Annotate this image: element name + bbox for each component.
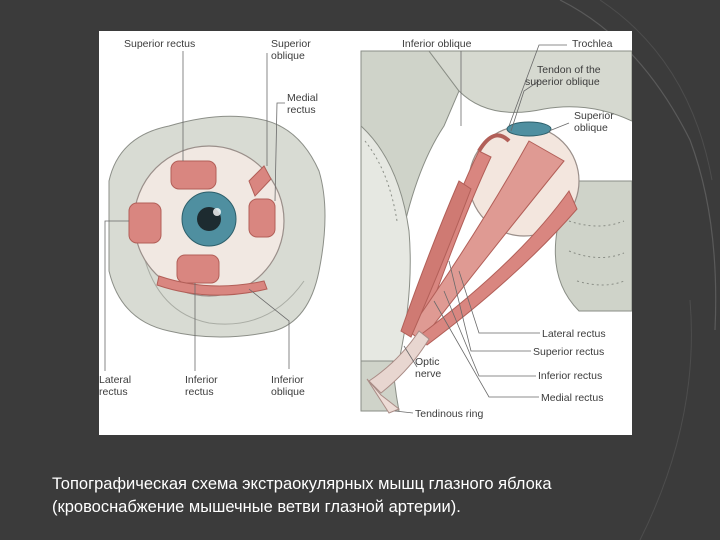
label-inferior-rectus-right: Inferior rectus	[538, 370, 602, 382]
caption-line-2: (кровоснабжение мышечные ветви глазной а…	[52, 498, 461, 516]
label-inferior-oblique-left-1: Inferior	[271, 374, 304, 386]
right-panel-superior-view: Inferior oblique Trochlea Tendon of the …	[360, 38, 632, 420]
label-tendinous-ring: Tendinous ring	[415, 408, 483, 420]
cornea-top	[506, 121, 552, 137]
sinus-bone	[360, 124, 411, 362]
label-medial-rectus-left-1: Medial	[287, 92, 318, 104]
left-panel-front-view: Superior rectus Superior oblique Medial …	[99, 38, 326, 398]
tendon-superior-oblique	[477, 133, 511, 153]
label-inferior-oblique-left-2: oblique	[271, 386, 305, 398]
muscle-medial-rectus-top	[400, 180, 472, 338]
muscle-superior-rectus-top	[408, 140, 565, 342]
muscle-medial-rectus	[248, 198, 276, 238]
muscle-lateral-rectus-top	[418, 189, 578, 346]
label-superior-oblique-right-1: Superior	[574, 110, 614, 122]
eye-muscles-illustration: Superior rectus Superior oblique Medial …	[99, 38, 632, 420]
muscle-inferior-rectus	[176, 254, 220, 284]
label-medial-rectus-right: Medial rectus	[541, 392, 603, 404]
label-optic-nerve-2: nerve	[415, 368, 441, 380]
frontal-bone	[428, 50, 632, 122]
eye-muscles-figure: Superior rectus Superior oblique Medial …	[99, 31, 632, 435]
label-superior-rectus-right: Superior rectus	[533, 346, 604, 358]
slide-caption: Топографическая схема экстраокулярных мы…	[52, 473, 692, 519]
label-inferior-rectus-left-1: Inferior	[185, 374, 218, 386]
muscle-lateral-rectus	[128, 202, 162, 244]
label-superior-oblique-left-2: oblique	[271, 50, 305, 62]
label-trochlea: Trochlea	[572, 38, 613, 50]
label-inferior-rectus-left-2: rectus	[185, 386, 214, 398]
muscle-superior-rectus	[170, 160, 217, 190]
label-medial-rectus-left-2: rectus	[287, 104, 316, 116]
label-lateral-rectus-right: Lateral rectus	[542, 328, 606, 340]
muscle-inferior-oblique-front	[156, 275, 268, 296]
label-tendon-1: Tendon of the	[537, 64, 601, 76]
tendinous-ring	[366, 378, 400, 414]
muscle-superior-oblique-front	[248, 165, 272, 197]
optic-nerve	[368, 330, 430, 394]
caption-line-1: Топографическая схема экстраокулярных мы…	[52, 475, 552, 493]
label-lateral-rectus-left-1: Lateral	[99, 374, 131, 386]
label-inferior-oblique-right: Inferior oblique	[402, 38, 472, 50]
label-optic-nerve-1: Optic	[415, 356, 440, 368]
label-superior-rectus-left: Superior rectus	[124, 38, 195, 50]
label-superior-oblique-left-1: Superior	[271, 38, 311, 50]
label-superior-oblique-right-2: oblique	[574, 122, 608, 134]
label-tendon-2: superior oblique	[525, 76, 600, 88]
label-lateral-rectus-left-2: rectus	[99, 386, 128, 398]
